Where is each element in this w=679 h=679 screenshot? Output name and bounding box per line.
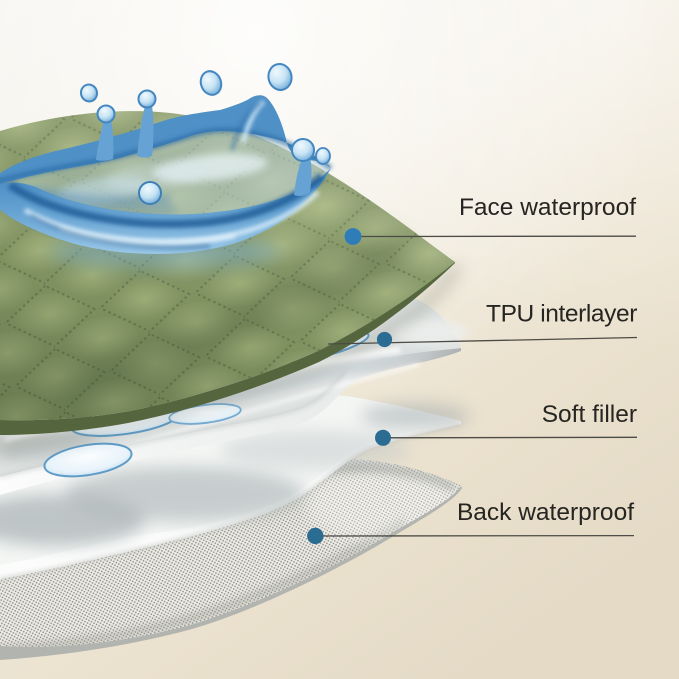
svg-text:Face waterproof: Face waterproof xyxy=(459,194,636,221)
svg-text:TPU interlayer: TPU interlayer xyxy=(486,301,637,328)
svg-text:Back waterproof: Back waterproof xyxy=(457,499,634,526)
svg-text:Soft filler: Soft filler xyxy=(542,401,637,428)
